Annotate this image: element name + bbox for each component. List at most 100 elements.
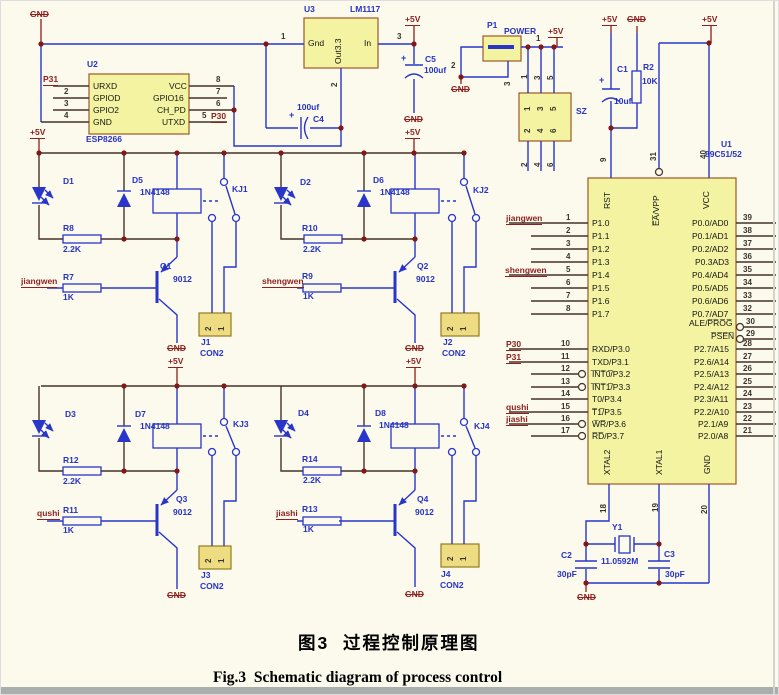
u3-pin-in: In	[364, 38, 372, 48]
d6-value: 1N4148	[380, 187, 410, 197]
u1-num-28: 28	[743, 339, 752, 348]
u1-pin-xtal2: XTAL2	[602, 449, 612, 475]
junction-dot	[174, 383, 180, 389]
u1-pin-p13: P1.3	[592, 257, 610, 267]
d7-ref: D7	[135, 409, 146, 419]
d1-ref: D1	[63, 176, 74, 186]
diode-d6	[357, 190, 371, 207]
junction-dot	[121, 150, 127, 156]
u1-num-29: 29	[746, 329, 755, 338]
junction-dot	[706, 40, 712, 46]
p1-num-3: 3	[503, 81, 512, 86]
relay-contacts-k2	[447, 177, 481, 223]
c5-value: 100uf	[424, 65, 447, 75]
junction-dot	[121, 236, 127, 242]
j2-ref: J2	[443, 337, 453, 347]
u1-pin-ea: E̅A̅/VPP	[651, 195, 661, 226]
p1-num-1: 1	[536, 34, 541, 43]
junction-dot	[656, 580, 662, 586]
q3-ref: Q3	[176, 494, 188, 504]
u1-num-3: 3	[566, 239, 571, 248]
u2-num-3: 3	[64, 99, 69, 108]
gnd-r2: GND	[627, 14, 646, 24]
u1-pin-ale: ALE/P̅R̅O̅G̅	[689, 318, 733, 328]
c2-value: 30pF	[557, 569, 577, 579]
u2-part: ESP8266	[86, 134, 122, 144]
r2-value: 10K	[642, 76, 658, 86]
u1-pin-wr: W̅R̅/P3.6	[592, 419, 627, 429]
led-d3	[32, 420, 54, 439]
u1-num-24: 24	[743, 389, 752, 398]
crystal-y1-body	[618, 535, 631, 554]
c3-ref: C3	[664, 549, 675, 559]
u1-pin-p26: P2.6/A14	[694, 357, 729, 367]
u1-pin-rd: R̅D̅/P3.7	[592, 431, 625, 441]
transistor-q4	[393, 489, 416, 536]
junction-dot	[412, 468, 418, 474]
u1-num-5: 5	[566, 265, 571, 274]
u1-part: 89C51/52	[705, 149, 742, 159]
u1-pin-p27: P2.7/A15	[694, 344, 729, 354]
net-shengwen-r9: shengwen	[262, 276, 304, 288]
sz-in-1: 1	[523, 106, 532, 111]
scan-edge-right	[773, 1, 775, 694]
c5-plus: +	[401, 53, 407, 63]
capacitor-c1	[601, 88, 621, 103]
u1-num-37: 37	[743, 239, 752, 248]
sz-top-5: 5	[546, 75, 555, 80]
relay-dashed-links	[203, 200, 456, 437]
y1-value: 11.0592M	[601, 556, 639, 566]
u2-num-2: 2	[64, 87, 69, 96]
u1-pin-p05: P0.5/AD5	[692, 283, 729, 293]
r12-value: 2.2K	[63, 476, 81, 486]
junction-dot	[174, 468, 180, 474]
r9-ref: R9	[302, 271, 313, 281]
junction-dot	[121, 468, 127, 474]
r14-value: 2.2K	[303, 475, 321, 485]
u1-num-8: 8	[566, 304, 571, 313]
u3-num-3: 3	[397, 32, 402, 41]
j4-num-2: 2	[446, 556, 455, 561]
led-d1	[32, 187, 54, 206]
u1-num-30: 30	[746, 317, 755, 326]
q2-ref: Q2	[417, 261, 429, 271]
resistor-r14	[302, 466, 342, 476]
u3-pin-out: Out3.3	[333, 38, 343, 64]
sz-top-1: 1	[520, 74, 529, 79]
sz-connector-body	[518, 92, 572, 142]
relay-contacts-k4	[447, 417, 481, 457]
plus5v-block4: +5V	[406, 356, 422, 368]
u1-pin-txd: TXD/P3.1	[592, 357, 629, 367]
u1-num-12: 12	[561, 364, 570, 373]
junction-dot	[411, 150, 417, 156]
resistor-r10	[303, 234, 343, 244]
diode-d8	[357, 425, 371, 442]
u1-pin-int1: I̅N̅T̅1̅/P3.3	[592, 382, 631, 392]
u1-pin-int0: I̅N̅T̅0̅/P3.2	[592, 369, 631, 379]
junction-dot	[412, 236, 418, 242]
u1-num-1: 1	[566, 213, 571, 222]
net-qushi-mcu: qushi	[506, 402, 529, 414]
u1-pin-psen: P̅S̅E̅N̅	[711, 331, 735, 341]
j3-ref: J3	[201, 570, 211, 580]
u1-pin-p15: P1.5	[592, 283, 610, 293]
caption-zh: 图3 过程控制原理图	[298, 633, 480, 653]
u1-pin-p16: P1.6	[592, 296, 610, 306]
u1-num-35: 35	[743, 265, 752, 274]
u2-pin-urxd: URXD	[93, 81, 118, 91]
u1-num-2: 2	[566, 226, 571, 235]
d4-ref: D4	[298, 408, 309, 418]
junction-dot	[174, 236, 180, 242]
gnd-q3: GND	[167, 590, 186, 600]
led-d2	[274, 187, 296, 206]
sz-in-4: 4	[536, 128, 545, 133]
resistor-r11	[62, 516, 102, 526]
u1-num-10: 10	[561, 339, 570, 348]
u1-pin-p03: P0.3AD3	[695, 257, 730, 267]
net-jiangwen-mcu: jiangwen	[506, 213, 543, 225]
j4-ref: J4	[441, 569, 451, 579]
j2-num-2: 2	[446, 326, 455, 331]
u1-pin-p11: P1.1	[592, 231, 610, 241]
u1-pin-gnd: GND	[702, 455, 712, 474]
j2-body	[440, 312, 480, 337]
